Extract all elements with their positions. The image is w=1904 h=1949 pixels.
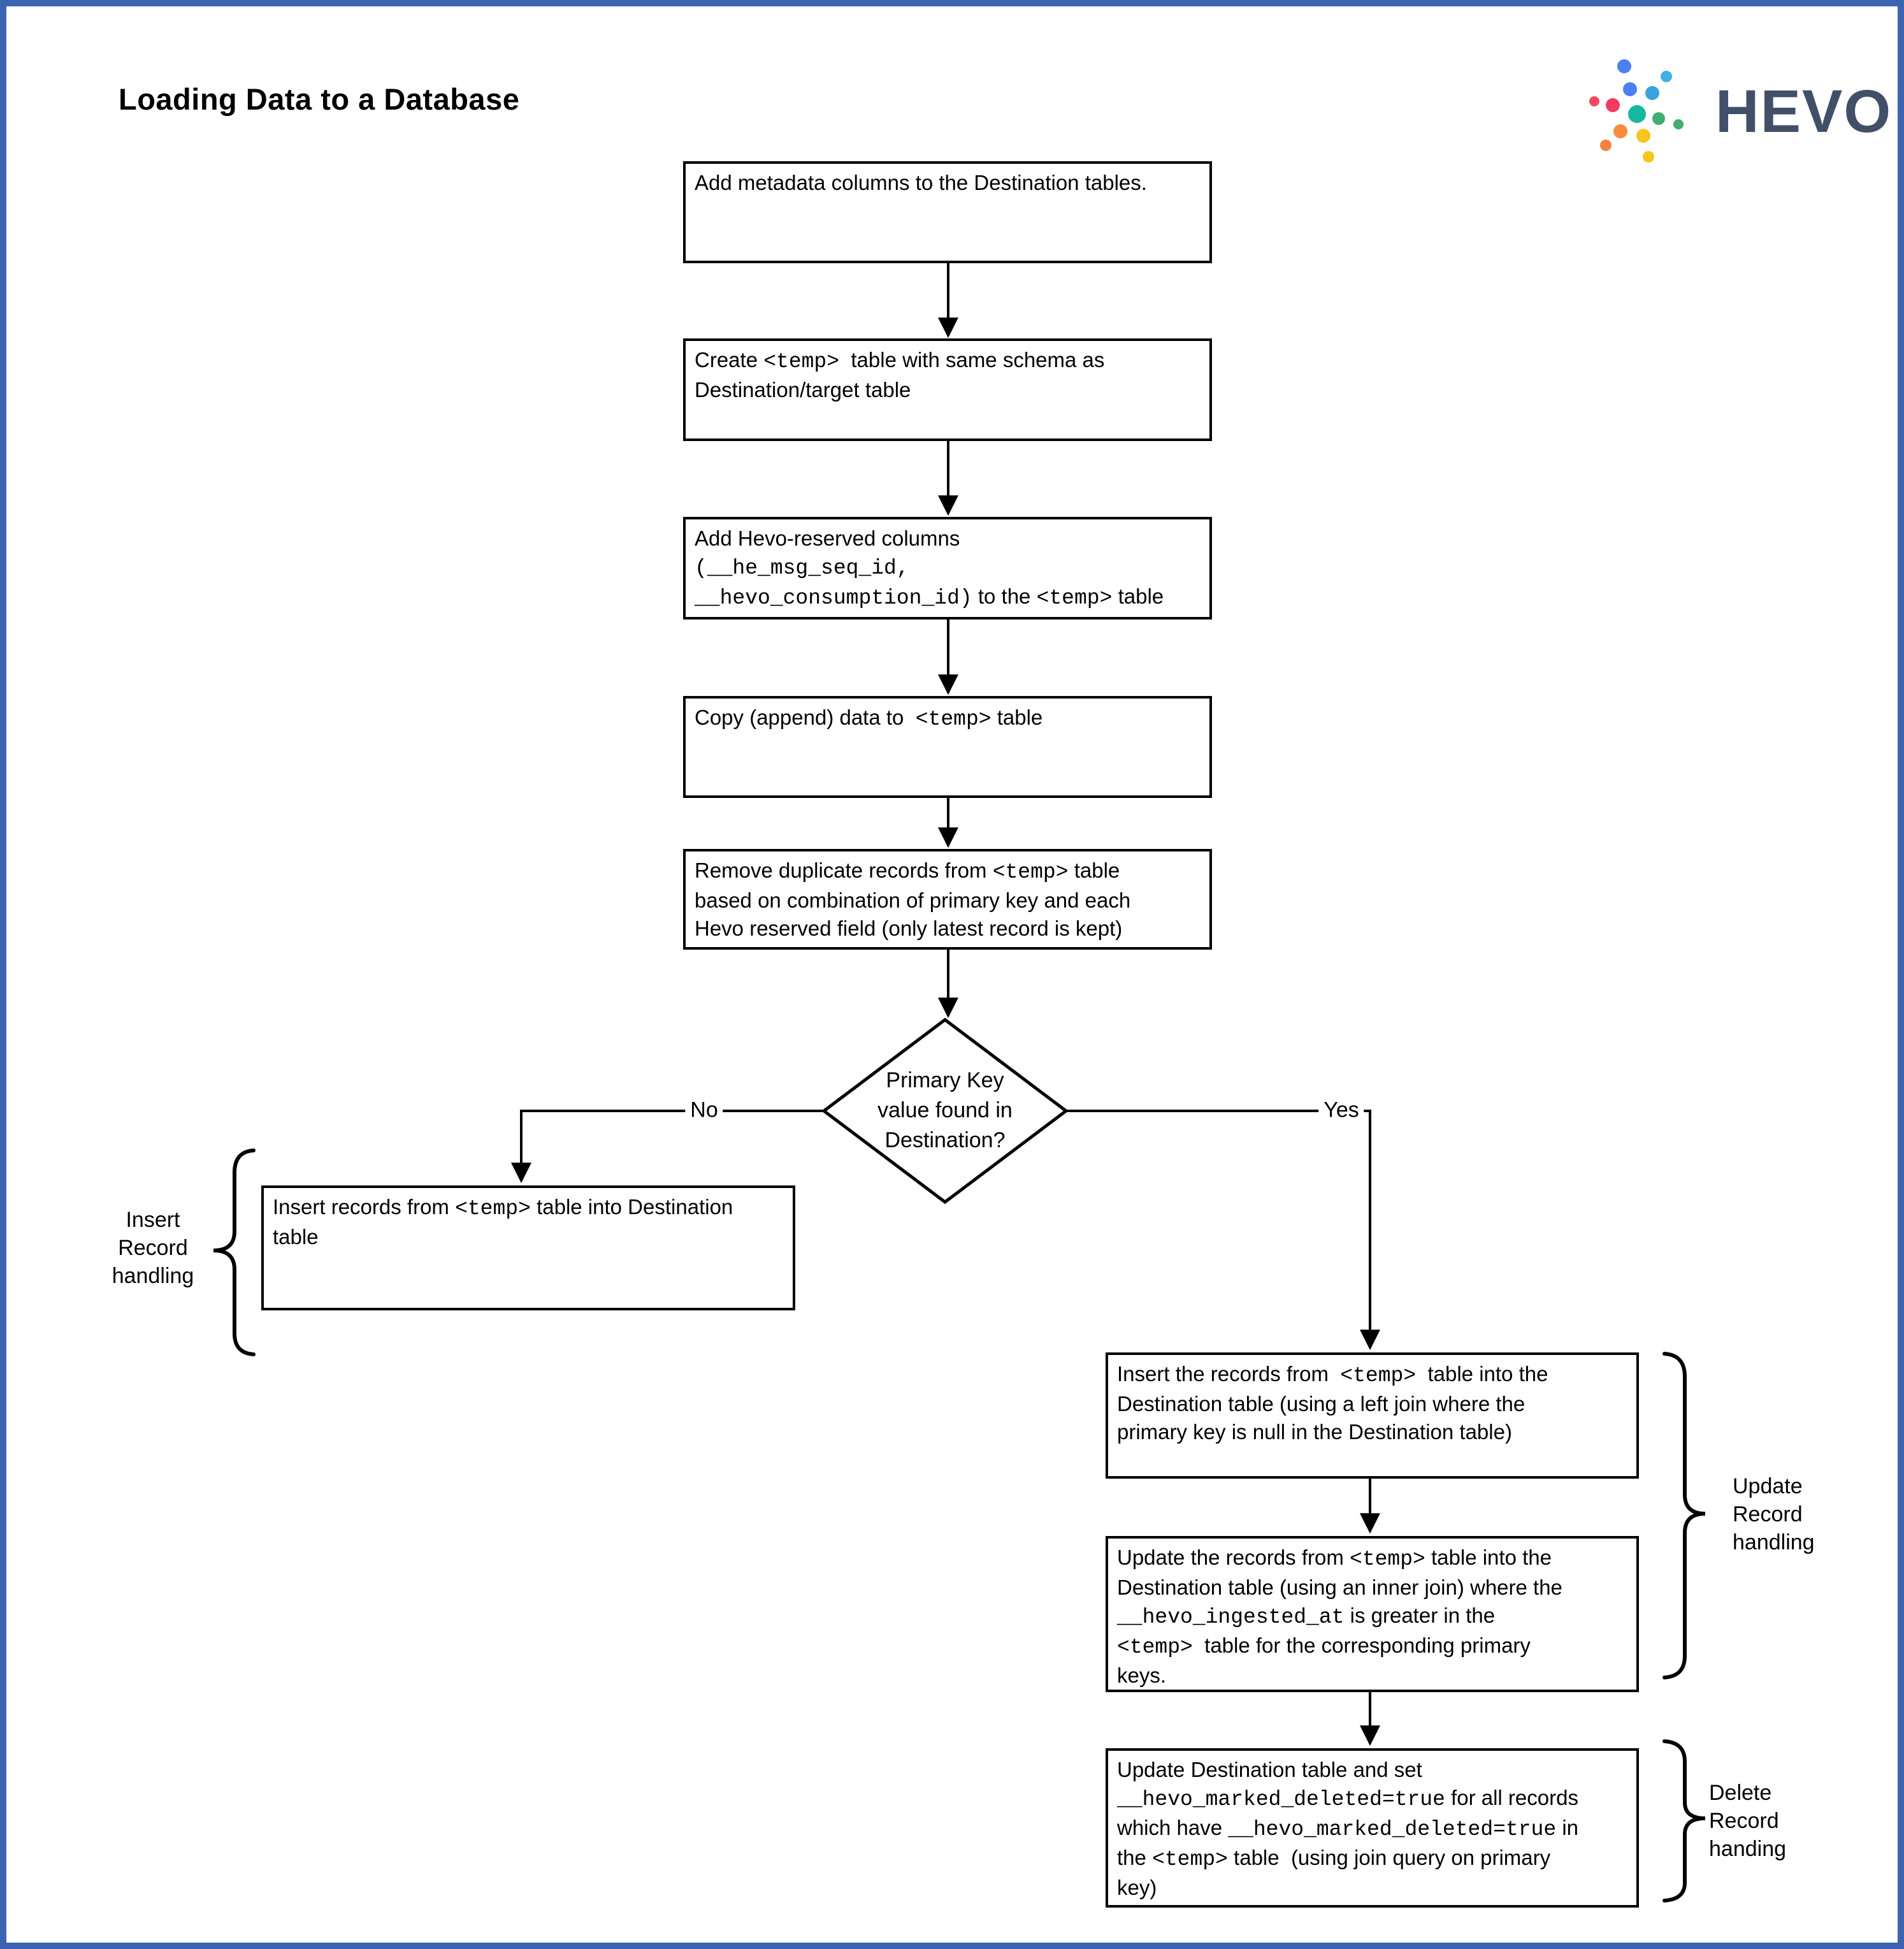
logo-dot: [1645, 86, 1659, 100]
logo-dot: [1636, 129, 1650, 143]
annotation-update-record-handling: Update Record handling: [1733, 1474, 1815, 1554]
brace-update-record-handling: [1662, 1352, 1706, 1679]
annotation-insert-record-handling: Insert Record handling: [112, 1208, 194, 1288]
edge-label-no: No: [685, 1098, 723, 1123]
flow-box-copy-append-data: Copy (append) data to <temp> table: [683, 696, 1212, 798]
logo-dot: [1606, 98, 1620, 112]
page-title: Loading Data to a Database: [119, 82, 520, 116]
logo-dot: [1661, 71, 1672, 82]
flow-box-remove-duplicates: Remove duplicate records from <temp> tab…: [683, 849, 1212, 950]
flow-box-add-metadata: Add metadata columns to the Destination …: [683, 161, 1212, 263]
logo-dot: [1623, 82, 1637, 96]
logo-dot: [1589, 96, 1599, 106]
hevo-logo: HEVO: [1587, 56, 1891, 171]
decision-label: Primary Key value found in Destination?: [877, 1068, 1013, 1152]
flow-box-insert-records-left-join: Insert the records from <temp> table int…: [1106, 1352, 1639, 1479]
logo-dot: [1628, 105, 1646, 123]
brace-delete-record-handling: [1662, 1739, 1706, 1902]
flow-box-create-temp-table: Create <temp> table with same schema as …: [683, 338, 1212, 441]
annotation-delete-record-handling: Delete Record handing: [1709, 1781, 1787, 1861]
logo-dots: [1587, 56, 1698, 168]
decision-diamond: [821, 1017, 1069, 1205]
edge-label-yes: Yes: [1318, 1098, 1364, 1123]
logo-dot: [1600, 140, 1612, 151]
flow-box-add-hevo-reserved-columns: Add Hevo-reserved columns (__he_msg_seq_…: [683, 517, 1212, 619]
logo-dot: [1617, 59, 1631, 73]
brace-insert-record-handling: [213, 1148, 256, 1356]
flow-box-update-marked-deleted: Update Destination table and set __hevo_…: [1106, 1748, 1639, 1908]
flow-box-insert-records-no-branch: Insert records from <temp> table into De…: [261, 1185, 795, 1310]
connector-no-branch: [511, 1110, 824, 1184]
logo-dot: [1643, 151, 1654, 163]
connector-yes-branch: [1066, 1110, 1380, 1351]
logo-dot: [1613, 124, 1627, 138]
logo-dot: [1652, 112, 1665, 125]
logo-dot: [1673, 119, 1684, 129]
flow-box-update-records-inner-join: Update the records from <temp> table int…: [1106, 1536, 1639, 1692]
logo-wordmark: HEVO: [1715, 78, 1893, 145]
